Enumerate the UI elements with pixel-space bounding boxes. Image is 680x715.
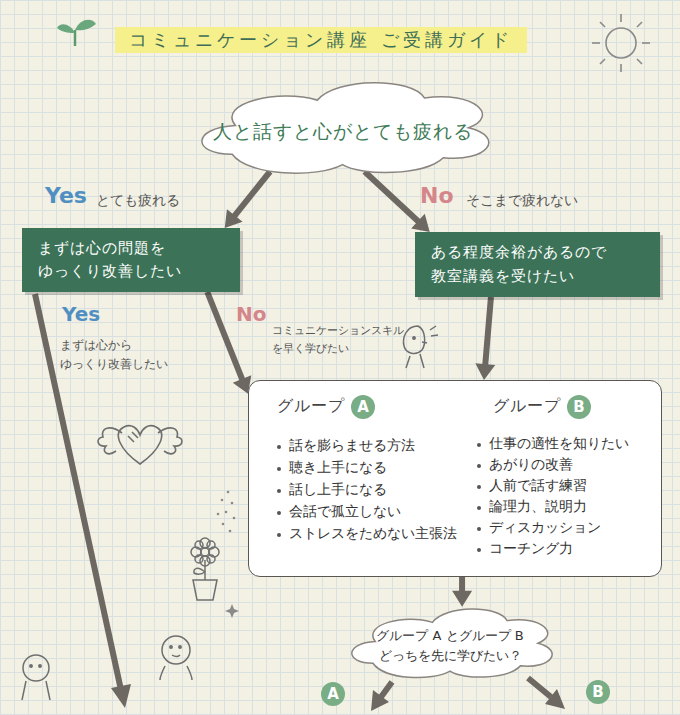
arrow-head [475,363,495,380]
cloud-shape [202,83,489,174]
yes-arrow [35,294,131,708]
arrow-head [225,209,243,228]
note-label: そこまで疲れない [466,192,578,209]
title-text: コミュニケーション講座 ご受講ガイド [129,28,513,52]
list-item: コーチング力 [489,540,573,558]
arrow-shaft [485,297,491,366]
list-item: 論理力、説明力 [489,498,587,516]
flow-arrow [452,577,472,607]
list-item: 人前で話す練習 [489,477,587,495]
list-item: 話を膨らませる方法 [289,437,415,455]
note-label: まずは心から ゆっくり改善したい [60,336,190,373]
cloud-shape [352,609,552,678]
badge-letter: B [573,398,584,416]
node-text: まずは心の問題を ゆっくり改善したい [38,237,224,284]
note-label: コミュニケーションスキル を早く学びたい [272,322,412,357]
list-item: ディスカッション [489,519,601,537]
badge-letter: A [327,685,339,703]
flow-arrow [225,172,270,229]
list-item: 話し上手になる [289,481,387,499]
badge-circle: B [567,395,591,419]
list-item: 会話で孤立しない [289,503,401,521]
note-label: Yes [45,183,87,209]
badge-circle: A [321,682,345,706]
sun-icon [592,14,650,72]
face-doodle [404,326,438,368]
cloud-node: 人と話すと心がとても疲れる [185,68,500,183]
choice-arrow [371,682,392,711]
node-text: グループ A とグループ B どっちを先に学びたい？ [367,626,533,665]
sparkle-dots [217,491,239,618]
title-highlight: コミュニケーション講座 ご受講ガイド [115,27,527,53]
note-label: No [236,302,266,326]
arrow-shaft [365,172,420,223]
flower-doodle [191,538,219,600]
list-item: ストレスをためない主張法 [289,525,457,543]
heart-doodle [98,426,182,464]
arrow-head [452,591,472,607]
arrow-shaft [459,577,465,593]
face-doodle [22,655,50,700]
flow-arrow [365,172,430,233]
badge-letter: A [357,398,369,416]
badge-letter: B [592,683,603,701]
note-label: とても疲れる [96,192,180,209]
flow-arrow [475,297,495,380]
node-text: ある程度余裕があるので 教室講義を受けたい [431,241,644,288]
face-doodle [160,636,192,680]
list-item: 仕事の適性を知りたい [489,435,629,453]
sprout-icon [57,20,96,46]
process-box: まずは心の問題を ゆっくり改善したい [22,228,240,292]
badge-circle: B [586,680,610,704]
cloud-node: グループ A とグループ B どっちを先に学びたい？ [340,598,560,685]
list-item: あがりの改善 [489,456,573,474]
process-box: ある程度余裕があるので 教室講義を受けたい [415,232,660,297]
arrow-shaft [233,172,270,218]
list-item: 聴き上手になる [289,459,387,477]
note-label: Yes [62,302,100,326]
choice-arrow [528,678,565,709]
group-heading: グループ [277,396,345,417]
group-heading: グループ [493,396,561,417]
group-panel: グループ話を膨らませる方法聴き上手になる話し上手になる会話で孤立しないストレスを… [248,380,662,577]
note-label: No [420,183,454,209]
node-text: 人と話すと心がとても疲れる [213,117,473,146]
arrow-head [411,214,430,232]
badge-circle: A [351,395,375,419]
